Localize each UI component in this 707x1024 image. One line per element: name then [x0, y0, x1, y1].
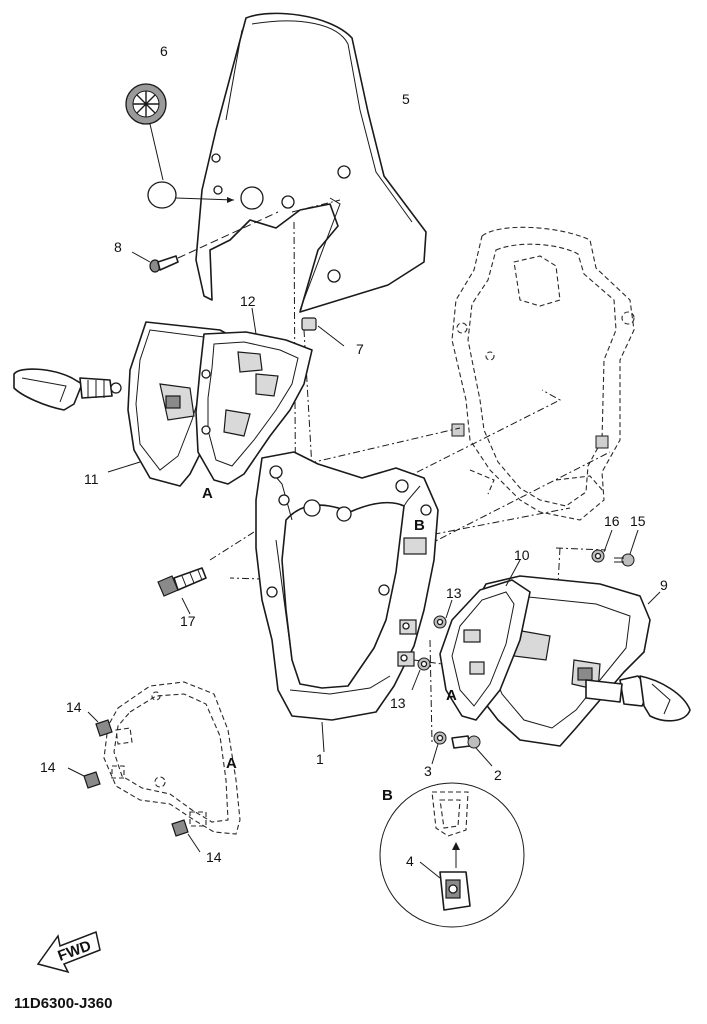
callout-13-lower: 13	[390, 695, 406, 711]
callout-11: 11	[84, 471, 99, 487]
callout-14-mid: 14	[40, 759, 56, 775]
emblem-part-6	[125, 83, 235, 209]
headlight-stay-frame	[451, 226, 635, 521]
view-label-a-right: A	[446, 687, 457, 704]
callout-10: 10	[514, 547, 530, 563]
collar-part-13-lower	[411, 657, 431, 691]
view-labels: A A A B B	[202, 485, 457, 804]
callout-8: 8	[114, 239, 122, 255]
callout-2: 2	[494, 767, 502, 783]
callout-13-upper: 13	[446, 585, 462, 601]
inner-panel-part-12	[195, 307, 313, 485]
right-turn-signal	[585, 675, 691, 722]
view-label-b-cowl: B	[414, 517, 425, 534]
windshield-part-5	[195, 12, 427, 313]
callout-14-bottom: 14	[206, 849, 222, 865]
inner-panel-part-10	[439, 559, 531, 721]
callout-16: 16	[604, 513, 620, 529]
diagram-id: 11D6300-J360	[14, 995, 112, 1012]
view-label-b-detail: B	[382, 787, 393, 804]
fwd-arrow-icon: FWD	[36, 930, 101, 974]
callout-3: 3	[424, 763, 432, 779]
callout-labels: 1 2 3 4 5 6 7 8 9 10 11 12 13 13 14 14 1…	[40, 43, 668, 869]
fwd-label: FWD	[56, 937, 94, 965]
callout-6: 6	[160, 43, 168, 59]
callout-15: 15	[630, 513, 646, 529]
callout-7: 7	[356, 341, 364, 357]
view-label-a-detail: A	[226, 755, 237, 772]
callout-9: 9	[660, 577, 668, 593]
nut-part-7	[301, 317, 345, 347]
nut-part-3	[431, 731, 447, 765]
detail-a-inner-panel	[103, 681, 241, 835]
screw-part-8	[131, 211, 279, 273]
callout-5: 5	[402, 91, 410, 107]
callout-17: 17	[180, 613, 196, 629]
collar-part-13-upper	[433, 599, 453, 629]
callout-1: 1	[316, 751, 324, 767]
callout-4: 4	[406, 853, 414, 869]
left-turn-signal	[13, 368, 122, 411]
view-label-a-left: A	[202, 485, 213, 502]
detail-b-callout	[379, 537, 525, 928]
callout-14-top: 14	[66, 699, 82, 715]
collar-part-16	[591, 529, 613, 563]
pad-part-14	[67, 711, 201, 853]
bolt-part-17	[157, 567, 207, 615]
callout-12: 12	[240, 293, 256, 309]
front-cowl-part-1	[255, 451, 439, 753]
screw-part-15	[614, 529, 639, 567]
screw-part-2	[451, 735, 493, 767]
